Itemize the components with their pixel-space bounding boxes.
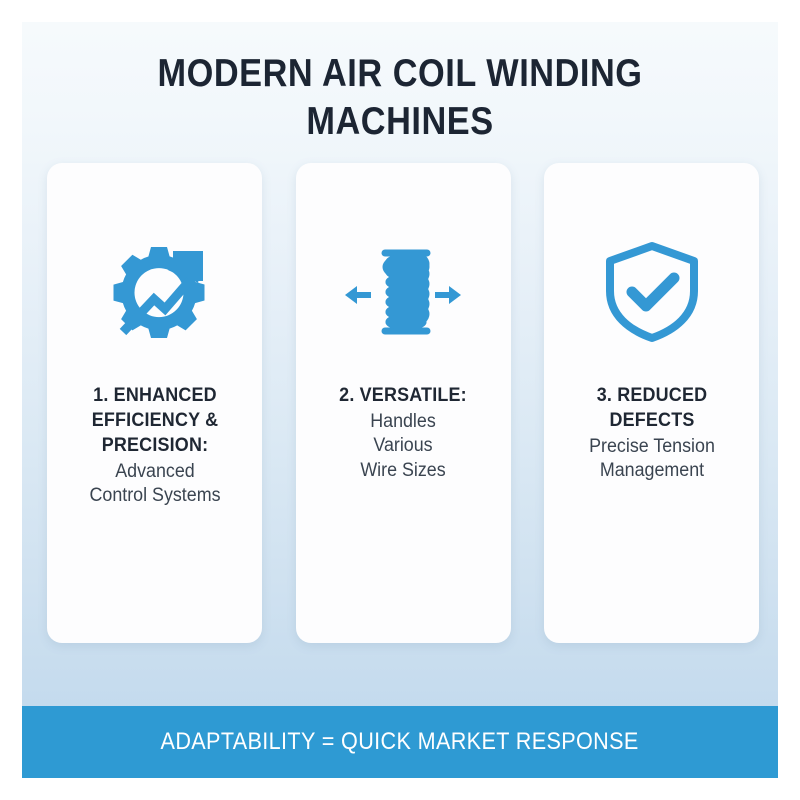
- card-heading: 1. ENHANCED EFFICIENCY & PRECISION:: [91, 384, 218, 456]
- footer-tagline: ADAPTABILITY = QUICK MARKET RESPONSE: [160, 728, 640, 755]
- page-title: MODERN AIR COIL WINDING MACHINES: [157, 52, 643, 143]
- card-heading: 2. VERSATILE:: [339, 384, 467, 406]
- title-block: MODERN AIR COIL WINDING MACHINES: [22, 50, 778, 145]
- card-body: Handles Various Wire Sizes: [360, 410, 446, 481]
- card-text-block: 2. VERSATILE: Handles Various Wire Sizes: [304, 383, 502, 483]
- card-body: Advanced Control Systems: [88, 460, 221, 507]
- coil-spring-horizontal-arrows-icon: [341, 235, 465, 347]
- card-body: Precise Tension Management: [588, 435, 715, 482]
- feature-card-reduced-defects: 3. REDUCED DEFECTS Precise Tension Manag…: [544, 163, 759, 643]
- card-text-block: 3. REDUCED DEFECTS Precise Tension Manag…: [553, 383, 751, 484]
- shield-check-icon: [590, 235, 714, 347]
- card-heading: 3. REDUCED DEFECTS: [596, 384, 707, 431]
- feature-card-versatile: 2. VERSATILE: Handles Various Wire Sizes: [295, 163, 511, 643]
- footer-banner: ADAPTABILITY = QUICK MARKET RESPONSE: [22, 706, 778, 778]
- feature-card-enhanced-efficiency: 1. ENHANCED EFFICIENCY & PRECISION: Adva…: [47, 163, 262, 643]
- feature-cards-row: 1. ENHANCED EFFICIENCY & PRECISION: Adva…: [47, 163, 759, 643]
- infographic-poster: MODERN AIR COIL WINDING MACHINES 1. ENHA…: [22, 22, 778, 778]
- gear-growth-arrow-icon: [93, 235, 217, 347]
- card-text-block: 1. ENHANCED EFFICIENCY & PRECISION: Adva…: [56, 383, 254, 509]
